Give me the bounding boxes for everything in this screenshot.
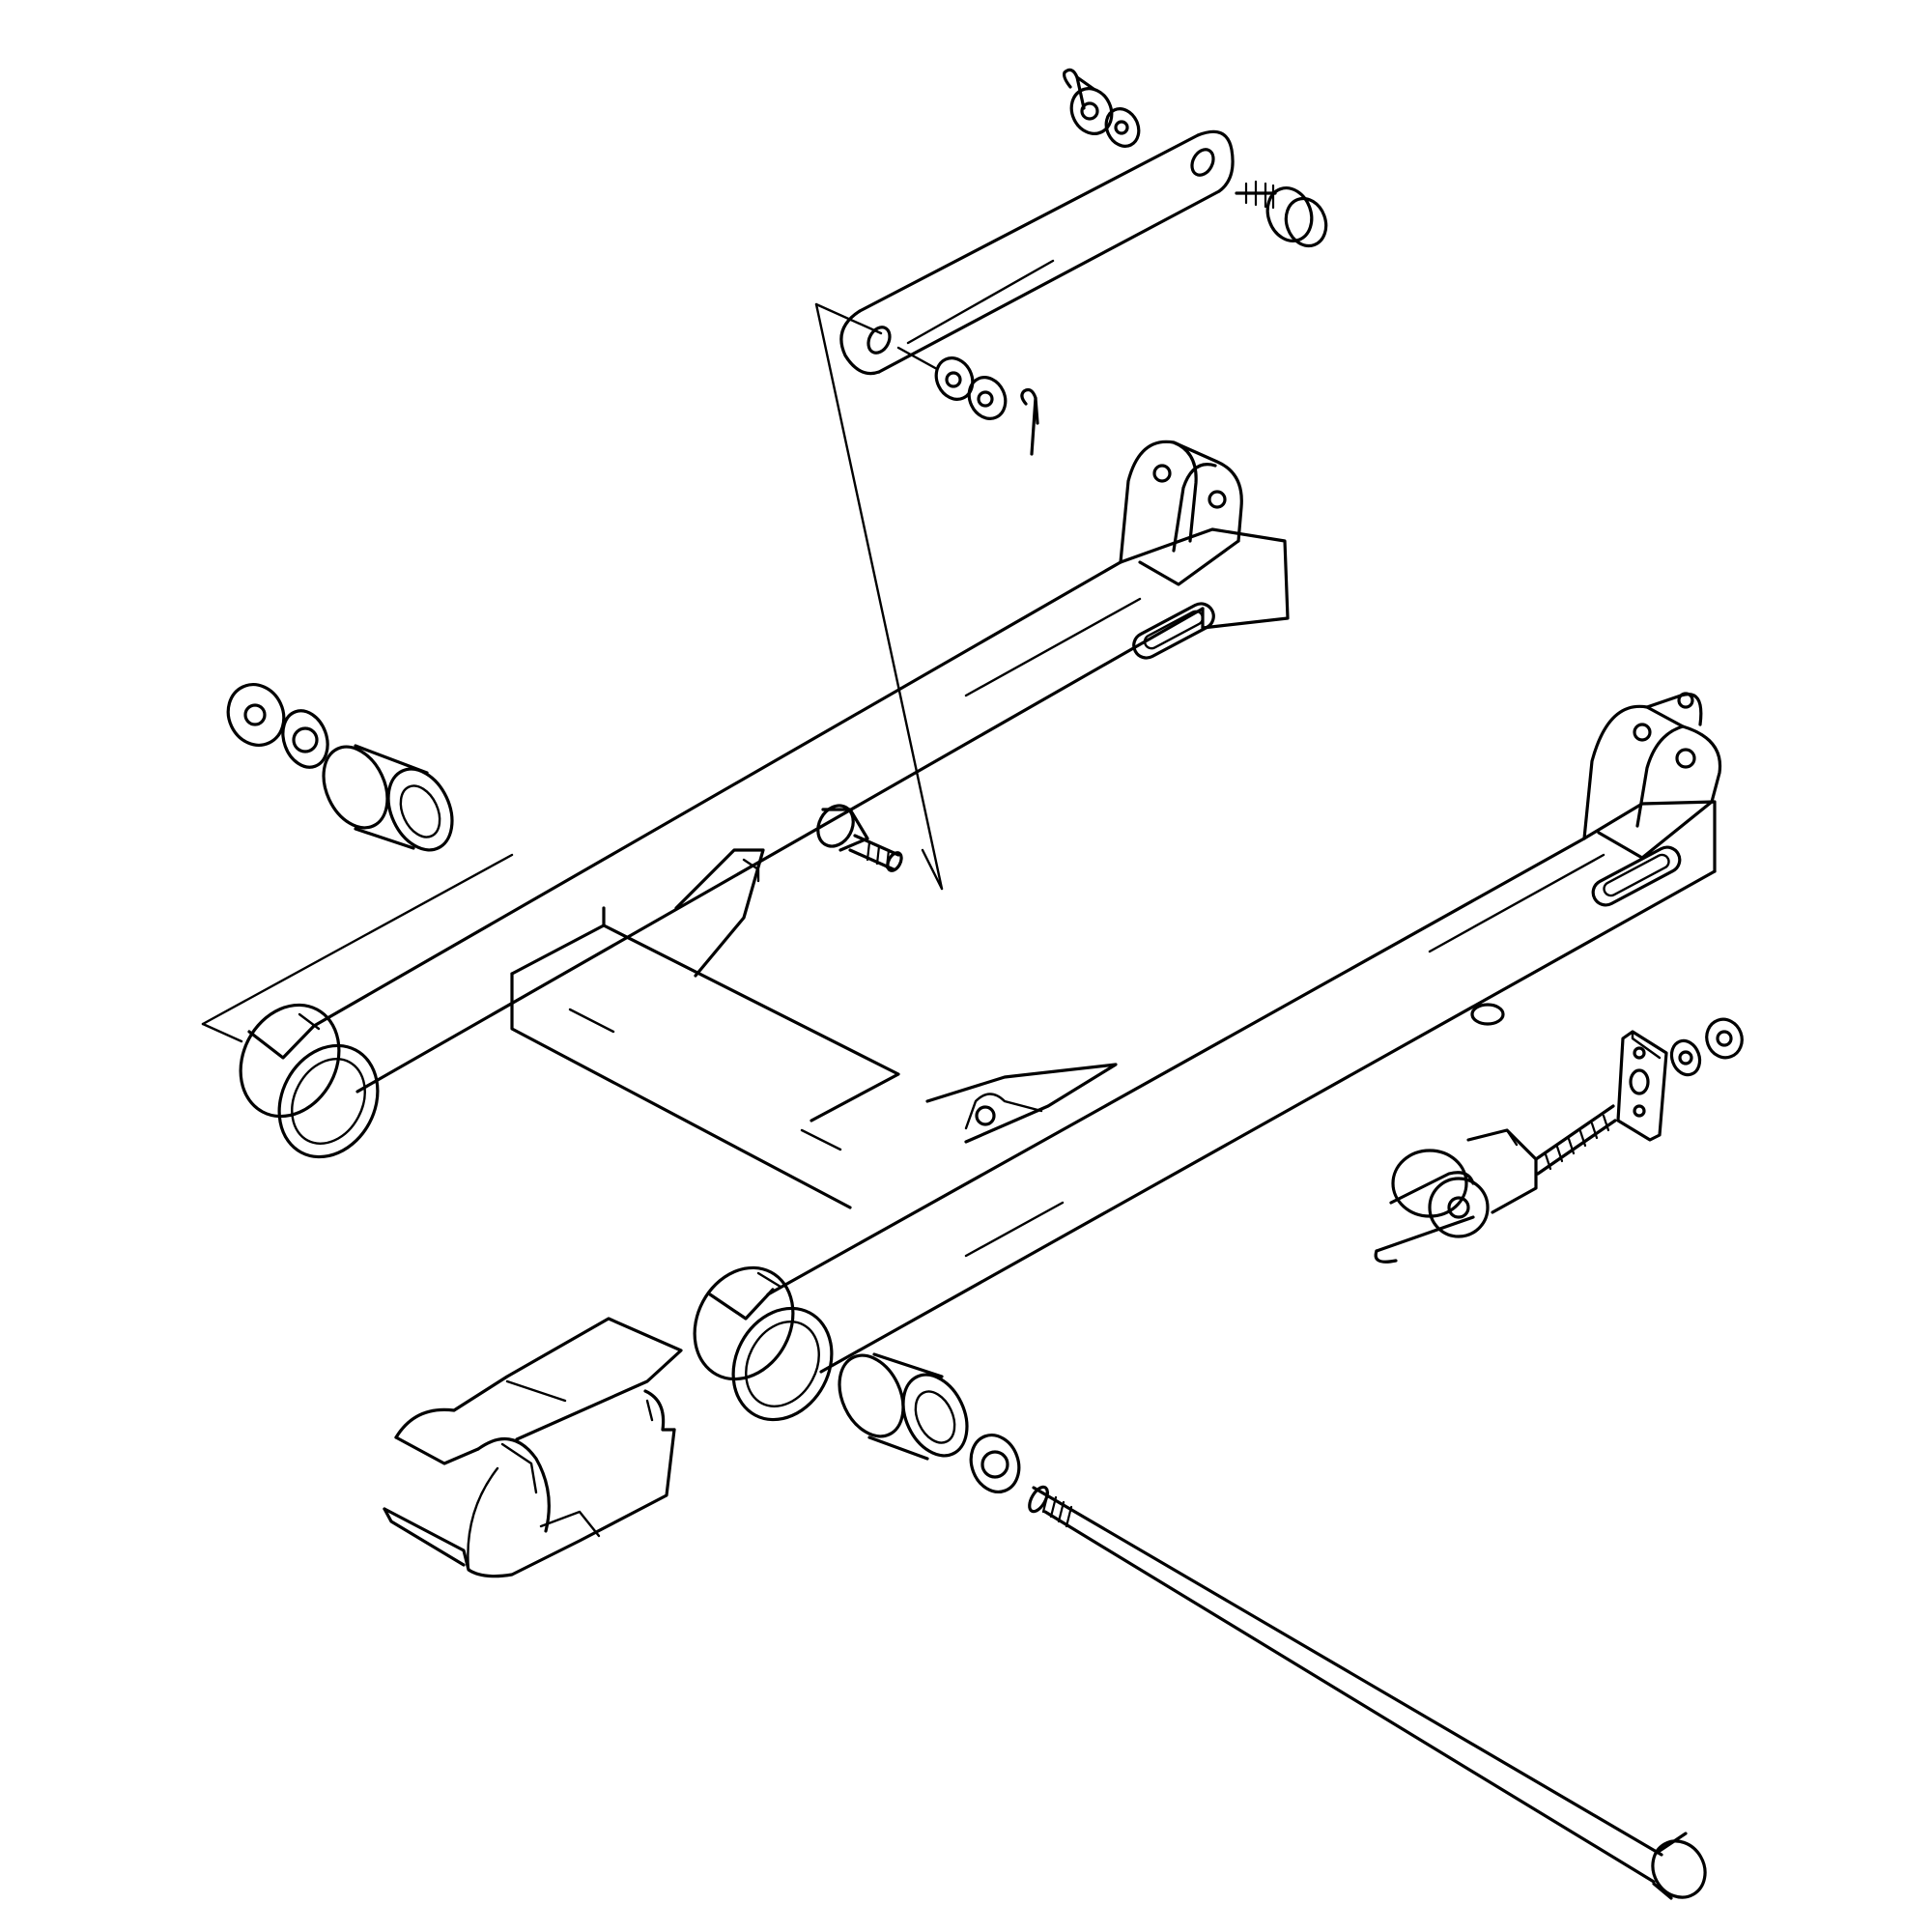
top-cotter-pin xyxy=(1063,68,1095,110)
lower-washer xyxy=(934,356,975,401)
link-axis-line xyxy=(896,346,939,371)
chain-guard xyxy=(383,1317,683,1578)
left-pivot-boss xyxy=(239,1003,380,1159)
swingarm-right-arm xyxy=(693,692,1722,1422)
left-pivot-bushing xyxy=(322,744,454,852)
leader-lines xyxy=(201,302,944,1043)
hub-stud xyxy=(816,804,903,872)
left-nut xyxy=(226,683,286,747)
top-castle-nut xyxy=(1069,87,1114,135)
pivot-shaft xyxy=(1028,1485,1707,1900)
chain-adjuster xyxy=(1374,1104,1617,1264)
left-bracket xyxy=(1119,440,1243,586)
torque-link-bolt xyxy=(1235,180,1328,248)
lower-castle-nut xyxy=(967,376,1008,420)
adjuster-washer xyxy=(1669,1038,1702,1077)
right-washer xyxy=(969,1434,1021,1493)
right-pivot-boss xyxy=(693,1265,834,1422)
left-washer xyxy=(281,709,329,769)
swingarm-crossmember xyxy=(510,804,1118,1209)
lower-cotter-pin xyxy=(1020,387,1039,456)
right-bracket xyxy=(1582,692,1722,860)
adjuster-plate xyxy=(1616,1030,1668,1142)
top-washer xyxy=(1104,107,1141,148)
torque-link xyxy=(839,129,1235,376)
swingarm xyxy=(239,440,1722,1422)
swingarm-left-arm xyxy=(239,440,1290,1159)
right-pivot-bushing xyxy=(838,1352,969,1461)
adjuster-nut xyxy=(1705,1017,1744,1060)
